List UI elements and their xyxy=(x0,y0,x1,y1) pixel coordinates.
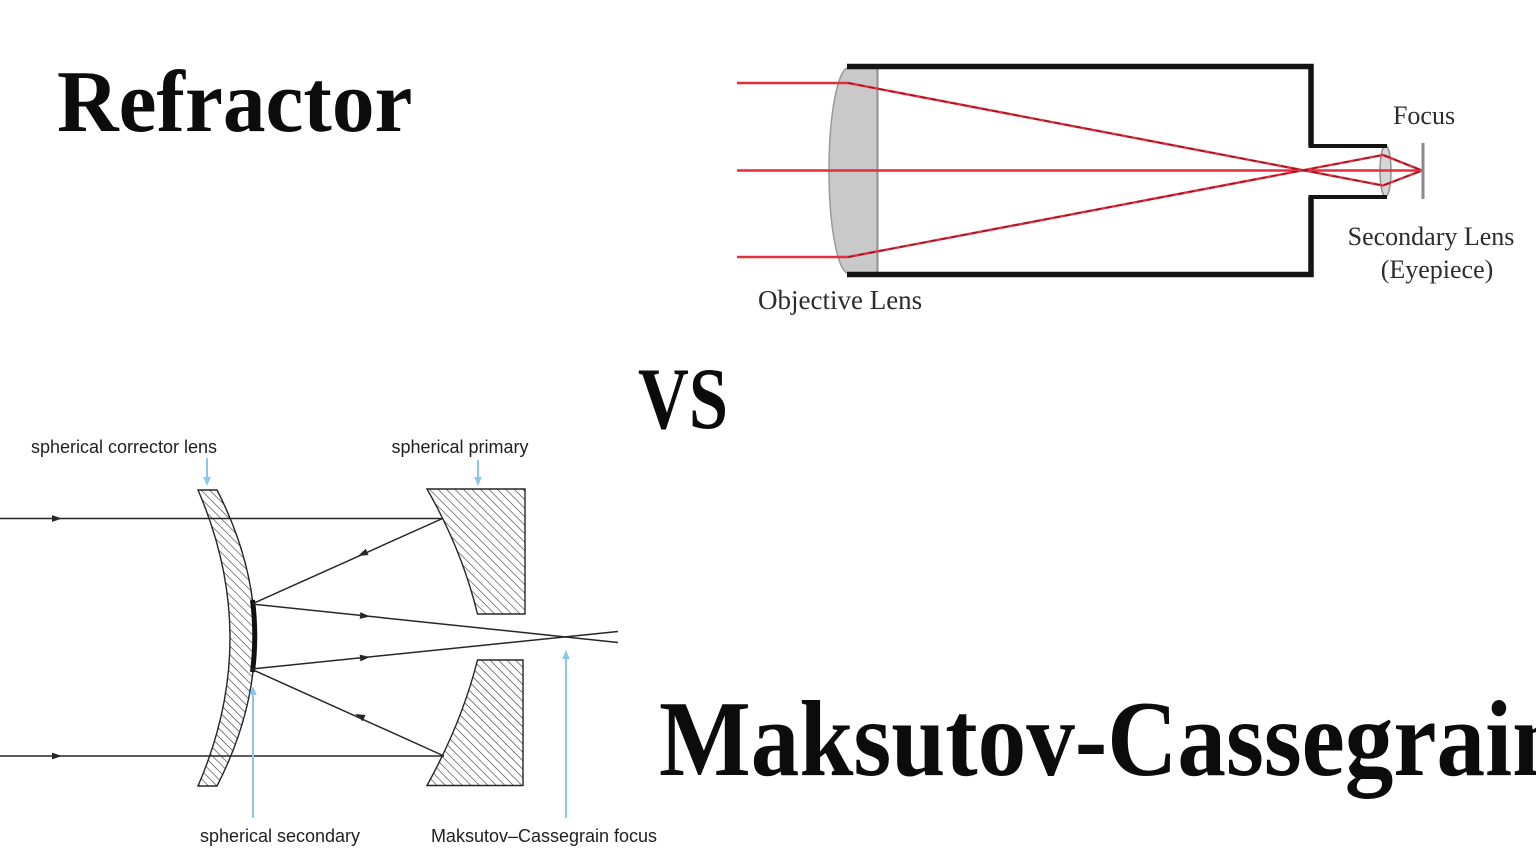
ray-arrowheads xyxy=(52,515,370,760)
ray-bottom xyxy=(737,153,1423,259)
corrector-label: spherical corrector lens xyxy=(31,437,217,457)
primary-label: spherical primary xyxy=(391,437,528,457)
refractor-diagram: Focus Secondary Lens (Eyepiece) Objectiv… xyxy=(737,63,1515,315)
ray-top xyxy=(737,81,1423,187)
telescope-tube-outline xyxy=(847,63,1314,278)
primary-to-secondary-top xyxy=(251,517,443,605)
light-rays xyxy=(737,81,1423,259)
primary-to-secondary-bottom xyxy=(250,668,445,757)
eyepiece-label: (Eyepiece) xyxy=(1381,255,1494,284)
focus-label: Focus xyxy=(1393,101,1455,130)
refractor-heading: Refractor xyxy=(57,54,413,151)
secondary-to-focus-bottom xyxy=(250,630,619,670)
primary-mirror-upper xyxy=(425,488,526,615)
secondary-to-focus-top xyxy=(251,603,619,644)
light-rays-dashed-overlay xyxy=(847,82,1423,258)
secondary-lens-label: Secondary Lens xyxy=(1348,222,1515,251)
annotation-arrows xyxy=(203,458,570,818)
maksutov-diagram: spherical corrector lens spherical prima… xyxy=(0,437,657,846)
secondary-mirror-shape xyxy=(250,599,258,673)
vs-heading: VS xyxy=(638,351,728,448)
mak-focus-label: Maksutov–Cassegrain focus xyxy=(431,826,657,846)
primary-mirror-lower xyxy=(425,659,524,787)
objective-lens-label: Objective Lens xyxy=(758,285,922,315)
maksutov-heading: Maksutov-Cassegrain xyxy=(659,680,1536,799)
focuser-drawtube xyxy=(1308,144,1387,199)
mak-light-rays xyxy=(0,517,619,757)
secondary-label: spherical secondary xyxy=(200,826,360,846)
corrector-lens-shape xyxy=(196,489,256,787)
